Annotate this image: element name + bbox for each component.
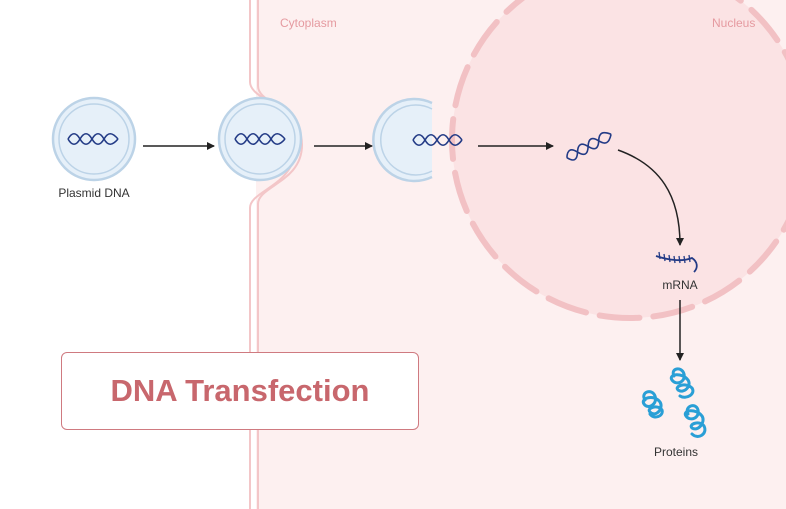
title-box: DNA Transfection [61, 352, 419, 430]
nucleus-label: Nucleus [712, 16, 756, 30]
cytoplasm-label: Cytoplasm [280, 16, 337, 30]
proteins-label: Proteins [653, 445, 699, 459]
flow-arrows [143, 142, 684, 361]
nucleus [452, 0, 786, 318]
nuclear-dna-icon [566, 131, 612, 161]
mrna-label: mRNA [662, 278, 698, 292]
arrow-dna-to-mrna [617, 149, 684, 246]
nuclear-envelope [449, 0, 786, 321]
opening-vesicle [372, 97, 463, 183]
plasmid-dna-icon [234, 132, 286, 146]
plasmid-vesicle-2 [217, 96, 303, 182]
released-dna-icon [412, 133, 463, 147]
plasmid-dna-label: Plasmid DNA [58, 186, 130, 200]
proteins-icon [641, 367, 707, 438]
plasmid-vesicle-1 [51, 96, 137, 182]
mrna-icon [655, 251, 698, 273]
plasmid-dna-icon [67, 132, 119, 146]
diagram-title: DNA Transfection [110, 373, 370, 408]
